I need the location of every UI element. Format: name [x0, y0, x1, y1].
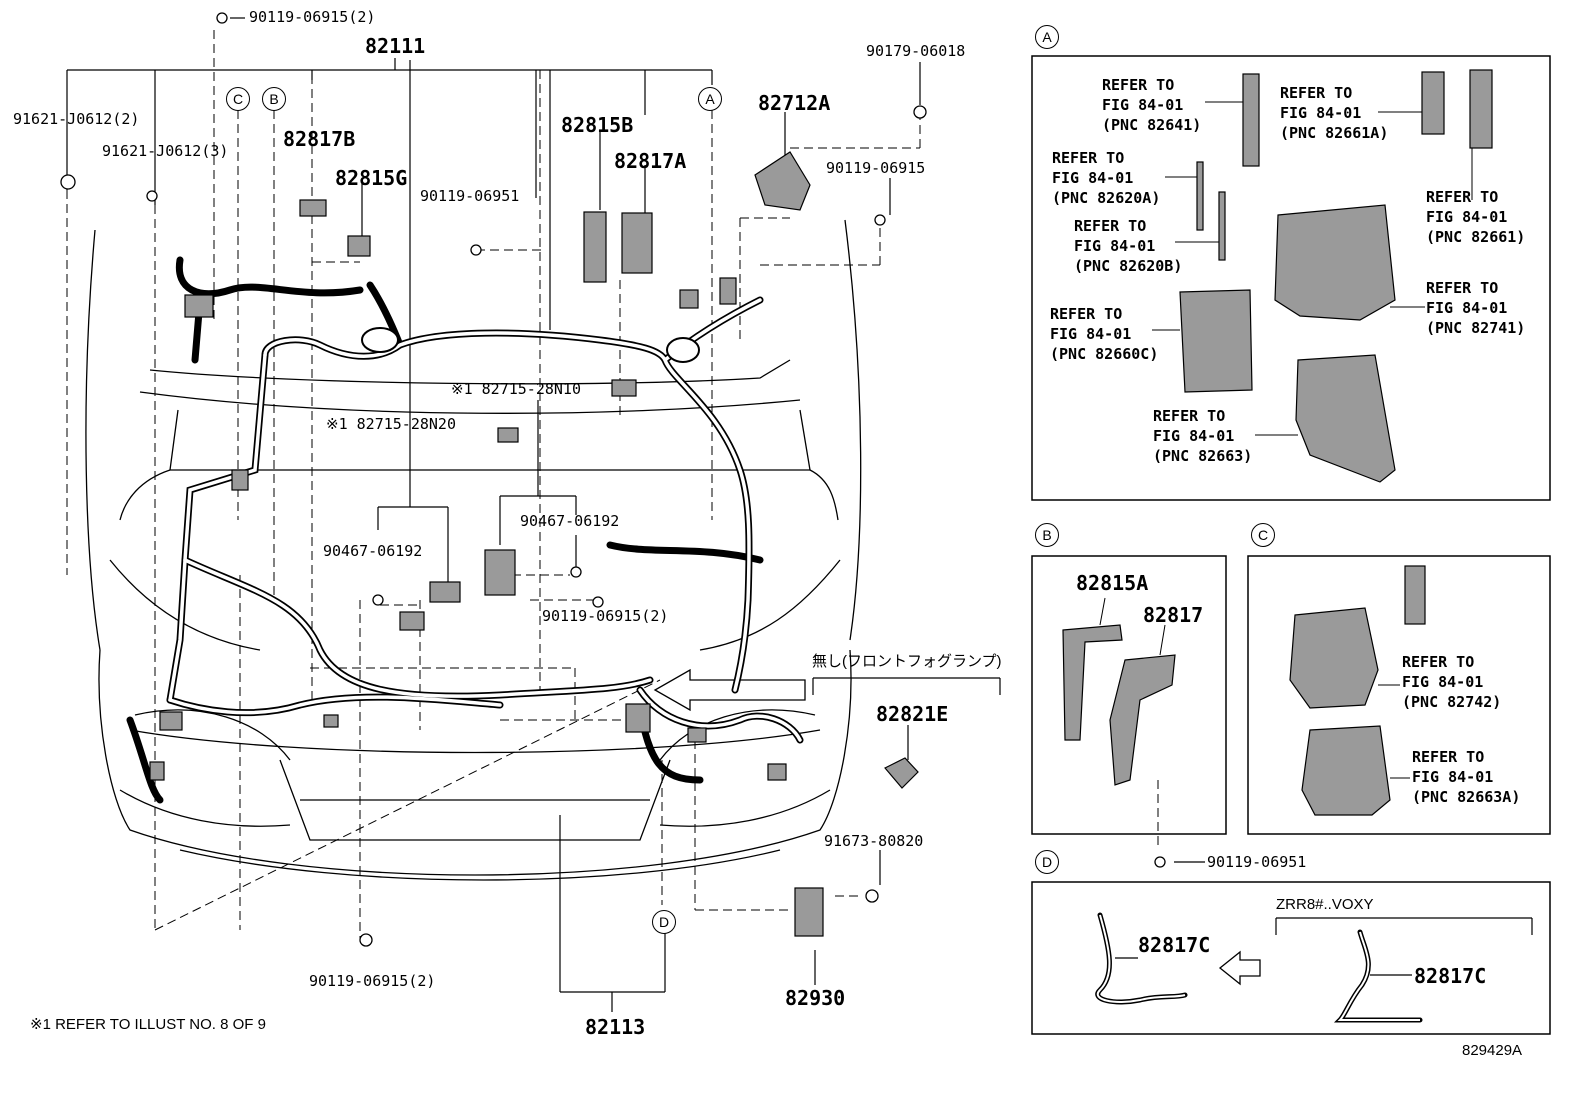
panel-c-ref-82742: REFER TO FIG 84-01 (PNC 82742)	[1402, 653, 1502, 711]
bolt-90179-06018: 90179-06018	[866, 42, 966, 60]
bolt-90119-06951-main: 90119-06951	[420, 187, 520, 205]
footnote: ※1 REFER TO ILLUST NO. 8 OF 9	[30, 1016, 266, 1033]
panel-a-ref-82663: REFER TO FIG 84-01 (PNC 82663)	[1153, 407, 1253, 465]
panel-b-82817-label: 82817	[1143, 603, 1204, 627]
connectors	[149, 151, 919, 937]
panel-a-ref-82661: REFER TO FIG 84-01 (PNC 82661)	[1426, 188, 1526, 246]
panel-b-82815a-label: 82815A	[1076, 571, 1149, 595]
panel-c-parts	[1289, 565, 1426, 816]
leader-lines-dashed	[66, 30, 1159, 940]
panel-a-ref-82620a: REFER TO FIG 84-01 (PNC 82620A)	[1052, 149, 1161, 207]
panel-d-82817c-left: 82817C	[1138, 933, 1211, 957]
panel-b-parts	[1062, 624, 1176, 786]
callout-c: C	[1251, 523, 1275, 547]
callout-a-main: A	[698, 87, 722, 111]
panel-c-ref-82663a: REFER TO FIG 84-01 (PNC 82663A)	[1412, 748, 1521, 806]
callout-a: A	[1035, 25, 1059, 49]
panel-d-bolt-90119-06951: 90119-06951	[1207, 853, 1307, 871]
panel-a-ref-82660c: REFER TO FIG 84-01 (PNC 82660C)	[1050, 305, 1159, 363]
panel-d-leaders	[1115, 917, 1533, 976]
bolt-91673-80820: 91673-80820	[824, 832, 924, 850]
callout-b-main: B	[262, 87, 286, 111]
bolt-90119-06915-2-mid: 90119-06915(2)	[542, 607, 669, 625]
panel-d-82817c-right: 82817C	[1414, 964, 1487, 988]
part-82712a-label: 82712A	[758, 91, 831, 115]
leader-lines-solid	[66, 17, 1205, 1012]
callout-c-main: C	[226, 87, 250, 111]
bolt-90119-06915-2-bottom: 90119-06915(2)	[309, 972, 436, 990]
panel-a-ref-82661a: REFER TO FIG 84-01 (PNC 82661A)	[1280, 84, 1389, 142]
part-82815g-label: 82815G	[335, 166, 408, 190]
bolt-91621-j0612-2: 91621-J0612(2)	[13, 110, 140, 128]
panel-a-ref-82620b: REFER TO FIG 84-01 (PNC 82620B)	[1074, 217, 1183, 275]
panel-a-ref-82641: REFER TO FIG 84-01 (PNC 82641)	[1102, 76, 1202, 134]
fog-lamp-note: 無し(フロントフォグランプ)	[812, 653, 1002, 670]
fog-lamp-arrow	[653, 668, 806, 712]
ref-82715-28n20: ※1 82715-28N20	[326, 415, 456, 433]
grommets	[361, 327, 700, 363]
illustration-number: 829429A	[1462, 1042, 1523, 1059]
panel-a-ref-82741: REFER TO FIG 84-01 (PNC 82741)	[1426, 279, 1526, 337]
clip-90467-06192-right: 90467-06192	[520, 512, 620, 530]
panel-d-variant-voxy: ZRR8#..VOXY	[1276, 896, 1374, 913]
panel-a-leaders	[1152, 101, 1473, 436]
ref-82715-28n10: ※1 82715-28N10	[451, 380, 581, 398]
inset-panel-frames	[1031, 55, 1551, 1035]
part-82111-label: 82111	[365, 34, 426, 58]
bolt-90119-06915: 90119-06915	[826, 159, 926, 177]
part-82815b-label: 82815B	[561, 113, 634, 137]
part-82817a-label: 82817A	[614, 149, 687, 173]
bolts	[60, 12, 1166, 947]
vehicle-body-outline	[85, 219, 862, 881]
callout-d: D	[1035, 850, 1059, 874]
callout-d-main: D	[652, 910, 676, 934]
part-82817b-label: 82817B	[283, 127, 356, 151]
part-82821e-label: 82821E	[876, 702, 949, 726]
panel-a-parts	[1179, 69, 1493, 483]
bolt-90119-06915-2-top: 90119-06915(2)	[249, 8, 376, 26]
part-82113-label: 82113	[585, 1015, 646, 1039]
clip-90467-06192-left: 90467-06192	[323, 542, 423, 560]
callout-b: B	[1035, 523, 1059, 547]
bolt-91621-j0612-3: 91621-J0612(3)	[102, 142, 229, 160]
panel-d-arrow	[1218, 950, 1261, 986]
part-82930-label: 82930	[785, 986, 846, 1010]
